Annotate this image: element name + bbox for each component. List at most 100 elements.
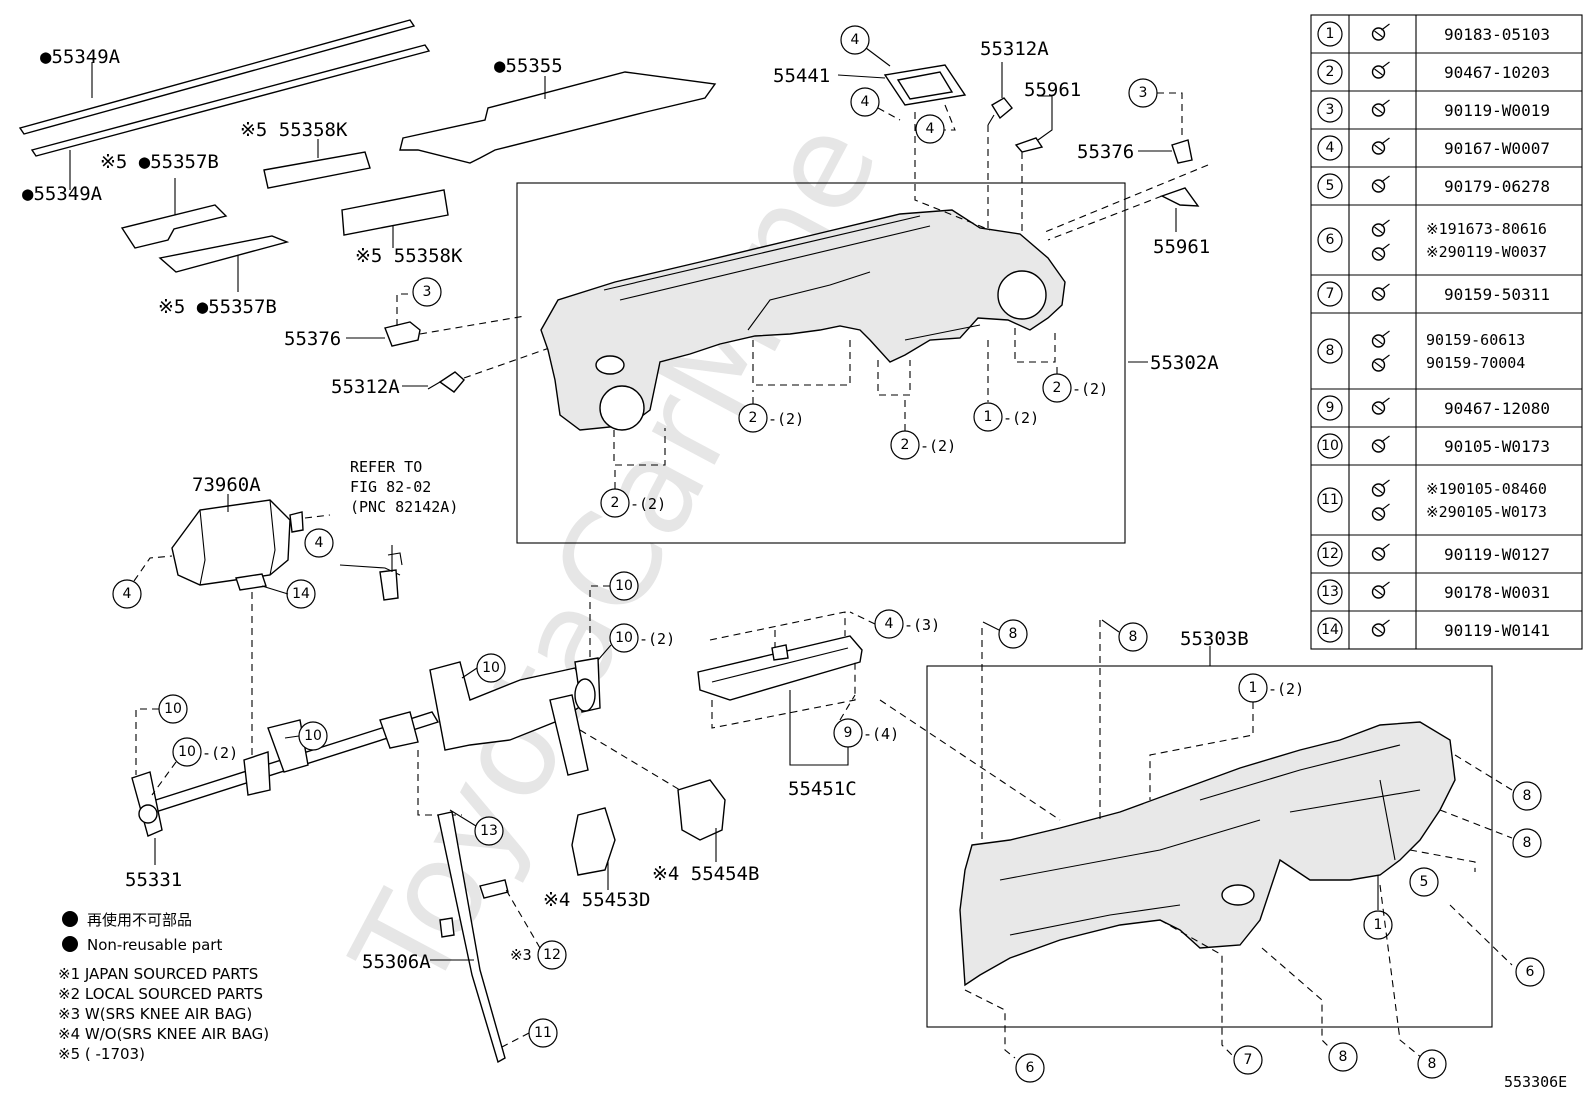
qty-9: -(4) <box>863 725 899 743</box>
callout-13 <box>474 816 504 846</box>
bracket-55376-right[interactable] <box>1171 139 1193 164</box>
part-number-alt: ※290119-W0037 <box>1426 243 1547 261</box>
callout-5-num: 5 <box>1420 874 1429 890</box>
callout-14-num: 14 <box>292 586 310 602</box>
label-55303b: 55303B <box>1180 628 1249 650</box>
cover-55961-top[interactable] <box>1014 137 1044 153</box>
fastener-icon <box>1371 354 1390 372</box>
qty-4-f: -(3) <box>904 616 940 634</box>
part-number: 90179-06278 <box>1444 177 1550 196</box>
callout-4-c-num: 4 <box>926 121 935 137</box>
callout-4-a <box>840 25 870 55</box>
box-55302a <box>516 182 1126 544</box>
label-55331: 55331 <box>125 869 182 891</box>
cover-55451c[interactable] <box>697 635 863 701</box>
bezel-55441[interactable] <box>883 64 967 106</box>
part-number-alt: ※290105-W0173 <box>1426 503 1547 521</box>
note-5: ※5 ( -1703) <box>58 1045 145 1063</box>
label-55306a: 55306A <box>362 951 431 973</box>
callout-4-b-num: 4 <box>861 94 870 110</box>
part-number: 90159-60613 <box>1426 331 1525 349</box>
row-number: 2 <box>1326 64 1335 80</box>
label-55357b-bottom: ※5 ●55357B <box>158 296 277 318</box>
insulator-55355[interactable] <box>399 71 717 164</box>
row-number-circle <box>1317 227 1343 253</box>
clip-55312a-left[interactable] <box>427 371 465 393</box>
row-number: 12 <box>1321 546 1339 562</box>
duct-55453d[interactable] <box>571 807 616 876</box>
callout-4-e <box>304 528 334 558</box>
instrument-panel-support-55303b[interactable] <box>959 721 1456 987</box>
pad-55358k-top[interactable] <box>263 151 371 189</box>
fastener-icon <box>1371 581 1390 599</box>
parts-table-row: 5 90179-06278 <box>1311 167 1582 206</box>
callout-8-c <box>1512 781 1542 811</box>
callout-2-b-num: 2 <box>749 410 758 426</box>
label-55961-right: 55961 <box>1153 236 1210 258</box>
label-55312a-top: 55312A <box>980 38 1049 60</box>
row-number-circle <box>1317 617 1343 643</box>
instrument-panel-55302a[interactable] <box>540 209 1066 431</box>
callout-8-f-num: 8 <box>1428 1056 1437 1072</box>
callout-8-a-num: 8 <box>1009 626 1018 642</box>
parts-table-row: 6※191673-80616※290119-W0037 <box>1311 205 1582 276</box>
callout-1-c-num: 1 <box>1374 917 1383 933</box>
qty-2-d: -(2) <box>1072 380 1108 398</box>
refer-line-2: FIG 82-02 <box>350 478 431 496</box>
fastener-icon <box>1371 330 1390 348</box>
callout-4-f-num: 4 <box>885 616 894 632</box>
reinforcement-55331[interactable] <box>131 657 601 837</box>
figure-code: 553306E <box>1504 1073 1567 1091</box>
callout-8-a <box>998 619 1028 649</box>
qty-1-a: -(2) <box>1003 409 1039 427</box>
clip-55312a-top[interactable] <box>987 97 1013 126</box>
row-number: 9 <box>1326 400 1335 416</box>
bracket-55376-left[interactable] <box>384 321 421 347</box>
callout-8-e-num: 8 <box>1339 1049 1348 1065</box>
molding-55349a-bottom[interactable] <box>30 44 431 157</box>
row-number: 11 <box>1321 492 1339 508</box>
row-number-circle <box>1317 21 1343 47</box>
fastener-icon <box>1371 435 1390 453</box>
row-number-circle <box>1317 281 1343 307</box>
callout-6-a-num: 6 <box>1526 964 1535 980</box>
row-number-circle <box>1317 433 1343 459</box>
row-number: 3 <box>1326 102 1335 118</box>
callout-11-num: 11 <box>534 1025 552 1041</box>
qty-1-b: -(2) <box>1268 680 1304 698</box>
callout-3-left <box>412 277 442 307</box>
row-number-circle <box>1317 135 1343 161</box>
pad-55357b-bottom[interactable] <box>158 235 290 273</box>
pad-55358k-bottom[interactable] <box>341 189 449 236</box>
row-number-circle <box>1317 59 1343 85</box>
callout-1-c <box>1363 910 1393 940</box>
wire-harness-ref <box>339 545 403 601</box>
cover-55961-right[interactable] <box>1160 187 1200 207</box>
label-55961-top: 55961 <box>1024 79 1081 101</box>
pad-55357b-top[interactable] <box>120 204 228 249</box>
part-number: 90159-50311 <box>1444 285 1550 304</box>
callout-6-b-num: 6 <box>1026 1060 1035 1076</box>
duct-55454b[interactable] <box>677 779 726 841</box>
callout-13-num: 13 <box>480 823 498 839</box>
row-number-circle <box>1317 173 1343 199</box>
molding-55349a-top[interactable] <box>18 19 416 135</box>
row-number: 5 <box>1326 178 1335 194</box>
fastener-icon <box>1371 619 1390 637</box>
callout-10-b-num: 10 <box>178 744 196 760</box>
callout-10-f <box>609 623 639 653</box>
fastener-icon <box>1371 283 1390 301</box>
label-55441: 55441 <box>773 65 830 87</box>
callout-1-a-num: 1 <box>984 409 993 425</box>
row-number-circle <box>1317 487 1343 513</box>
note-2: ※2 LOCAL SOURCED PARTS <box>58 985 263 1003</box>
qty-2-c: -(2) <box>920 437 956 455</box>
brace-55306a[interactable] <box>437 811 509 1064</box>
callout-7-num: 7 <box>1244 1052 1253 1068</box>
parts-table-row: 11※190105-08460※290105-W0173 <box>1311 465 1582 536</box>
bullet-nonreusable-jp <box>62 911 78 927</box>
airbag-73960a[interactable] <box>171 499 304 591</box>
